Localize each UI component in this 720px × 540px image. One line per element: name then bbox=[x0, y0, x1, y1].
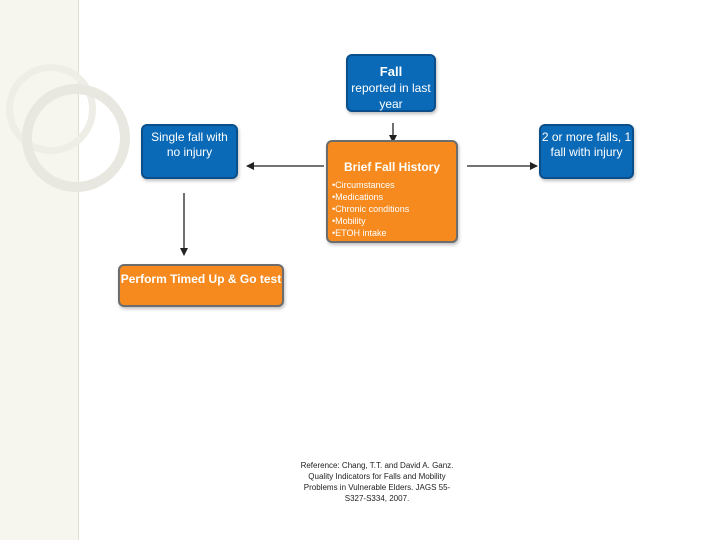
fall-node: Fall reported in last year bbox=[346, 54, 436, 112]
fall-history-item: ETOH intake bbox=[332, 227, 409, 239]
fall-history-node: Brief Fall History Circumstances Medicat… bbox=[326, 140, 458, 243]
multiple-falls-text: 2 or more falls, 1 fall with injury bbox=[541, 130, 632, 159]
timed-up-go-text: Perform Timed Up & Go test bbox=[120, 272, 282, 286]
fall-node-title: Fall bbox=[379, 64, 403, 79]
fall-history-item: Chronic conditions bbox=[332, 203, 409, 215]
single-fall-text: Single fall with no injury bbox=[151, 130, 228, 159]
timed-up-go-node: Perform Timed Up & Go test bbox=[118, 264, 284, 307]
fall-history-title: Brief Fall History bbox=[343, 160, 441, 174]
reference-citation: Reference: Chang, T.T. and David A. Ganz… bbox=[300, 461, 454, 503]
fall-node-subtitle: reported in last year bbox=[351, 81, 431, 111]
fall-history-item: Circumstances bbox=[332, 179, 409, 191]
single-fall-node: Single fall with no injury bbox=[141, 124, 238, 179]
fall-history-item: Medications bbox=[332, 191, 409, 203]
multiple-falls-node: 2 or more falls, 1 fall with injury bbox=[539, 124, 634, 179]
sidebar-divider bbox=[78, 0, 79, 540]
fall-history-list: Circumstances Medications Chronic condit… bbox=[332, 179, 409, 239]
decorative-ring bbox=[22, 84, 130, 192]
fall-history-item: Mobility bbox=[332, 215, 409, 227]
